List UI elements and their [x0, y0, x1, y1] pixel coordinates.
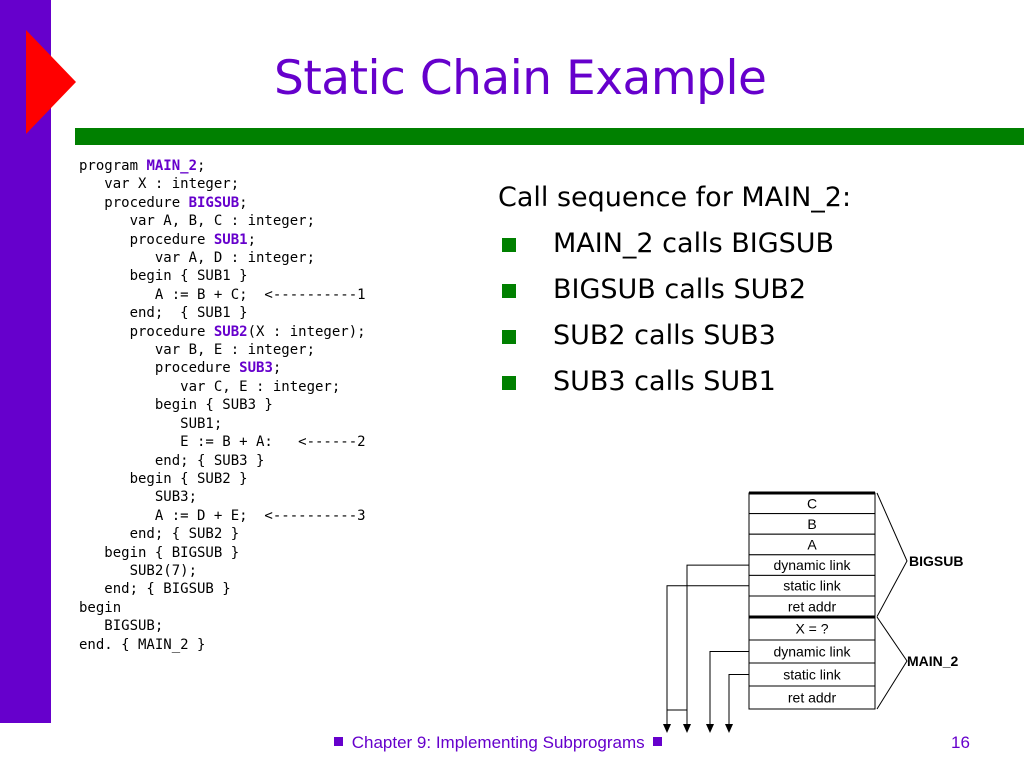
call-sequence-intro: Call sequence for MAIN_2: [498, 182, 852, 213]
page-number: 16 [951, 733, 970, 752]
code-line: procedure BIGSUB; [79, 194, 248, 211]
code-line: procedure SUB2(X : integer); [79, 323, 366, 340]
code-line: SUB2(7); [79, 562, 198, 579]
code-line: var A, D : integer; [79, 250, 316, 267]
stack-cell [748, 685, 876, 710]
bullet-square-icon [502, 330, 516, 344]
main-dynamic-link-arrow [709, 651, 749, 725]
code-line: SUB3; [79, 489, 198, 506]
code-procedure-name: SUB3 [239, 360, 273, 377]
bullet-square-icon [502, 376, 516, 390]
bigsub-static-link-arrow [666, 585, 749, 725]
code-line: procedure SUB3; [79, 360, 282, 377]
stack-cell-label: B [807, 516, 816, 532]
bullet-square-icon [502, 238, 516, 252]
left-accent-bar [0, 0, 51, 723]
arrow-head-icon [663, 724, 671, 733]
code-line: end. { MAIN_2 } [79, 636, 206, 653]
call-sequence-list: MAIN_2 calls BIGSUB BIGSUB calls SUB2 SU… [498, 221, 1018, 405]
code-procedure-name: MAIN_2 [146, 158, 198, 174]
bullet-square-icon [502, 284, 516, 298]
code-line: begin { SUB2 } [79, 470, 248, 487]
arrow-head-icon [683, 724, 691, 733]
stack-cell-label: C [807, 495, 817, 511]
stack-cell-label: ret addr [788, 690, 837, 706]
list-item: SUB3 calls SUB1 [498, 359, 1018, 405]
code-listing: program MAIN_2; var X : integer; procedu… [79, 157, 366, 654]
footer-chapter: Chapter 9: Implementing Subprograms [351, 733, 645, 752]
code-line: begin [79, 599, 122, 616]
code-line: end; { SUB2 } [79, 526, 240, 543]
stack-cell-label: X = ? [795, 621, 828, 637]
red-arrow-icon [26, 30, 76, 134]
list-item: BIGSUB calls SUB2 [498, 267, 1018, 313]
code-line: end; { SUB3 } [79, 452, 265, 469]
code-line: var B, E : integer; [79, 342, 316, 359]
list-item: MAIN_2 calls BIGSUB [498, 221, 1018, 267]
main-static-link-arrow [728, 674, 749, 725]
bigsub-dynamic-link-arrow [686, 564, 749, 725]
code-line: var A, B, C : integer; [79, 213, 316, 230]
code-line: begin { SUB3 } [79, 397, 273, 414]
arrow-head-icon [725, 724, 733, 733]
stack-cell-label: static link [783, 667, 842, 683]
stack-cell-label: dynamic link [773, 644, 851, 660]
stack-cell-label: static link [783, 578, 842, 594]
footer-square-icon [653, 737, 663, 746]
bigsub-frame-label: BIGSUB [909, 553, 963, 569]
stack-cell-label: ret addr [788, 598, 837, 614]
code-line: begin { BIGSUB } [79, 544, 240, 561]
stack-cell-label: A [807, 537, 817, 553]
footer-square-icon [334, 737, 343, 746]
code-line: end; { BIGSUB } [79, 581, 231, 598]
code-procedure-name: SUB2 [213, 323, 248, 340]
footer: Chapter 9: Implementing Subprograms [330, 733, 666, 753]
code-line: BIGSUB; [79, 618, 164, 635]
list-item: SUB2 calls SUB3 [498, 313, 1018, 359]
code-procedure-name: SUB1 [213, 231, 248, 248]
code-line: program MAIN_2; [79, 158, 206, 174]
code-line: end; { SUB1 } [79, 305, 248, 322]
code-line: A := B + C; <----------1 [79, 286, 366, 303]
main-frame-label: MAIN_2 [907, 653, 959, 669]
slide-title: Static Chain Example [274, 51, 767, 106]
code-line: SUB1; [79, 415, 223, 432]
code-line: E := B + A: <------2 [79, 434, 366, 451]
code-procedure-name: BIGSUB [188, 194, 240, 211]
code-line: begin { SUB1 } [79, 268, 248, 285]
arrow-head-icon [706, 724, 714, 733]
stack-cell-label: dynamic link [773, 557, 851, 573]
code-line: var C, E : integer; [79, 378, 341, 395]
bigsub-brace [876, 492, 908, 617]
code-line: A := D + E; <----------3 [79, 507, 366, 524]
main-brace [876, 616, 908, 710]
call-sequence: Call sequence for MAIN_2: MAIN_2 calls B… [498, 175, 1018, 405]
title-divider [75, 128, 1024, 145]
code-line: procedure SUB1; [79, 231, 257, 248]
code-line: var X : integer; [79, 176, 240, 193]
